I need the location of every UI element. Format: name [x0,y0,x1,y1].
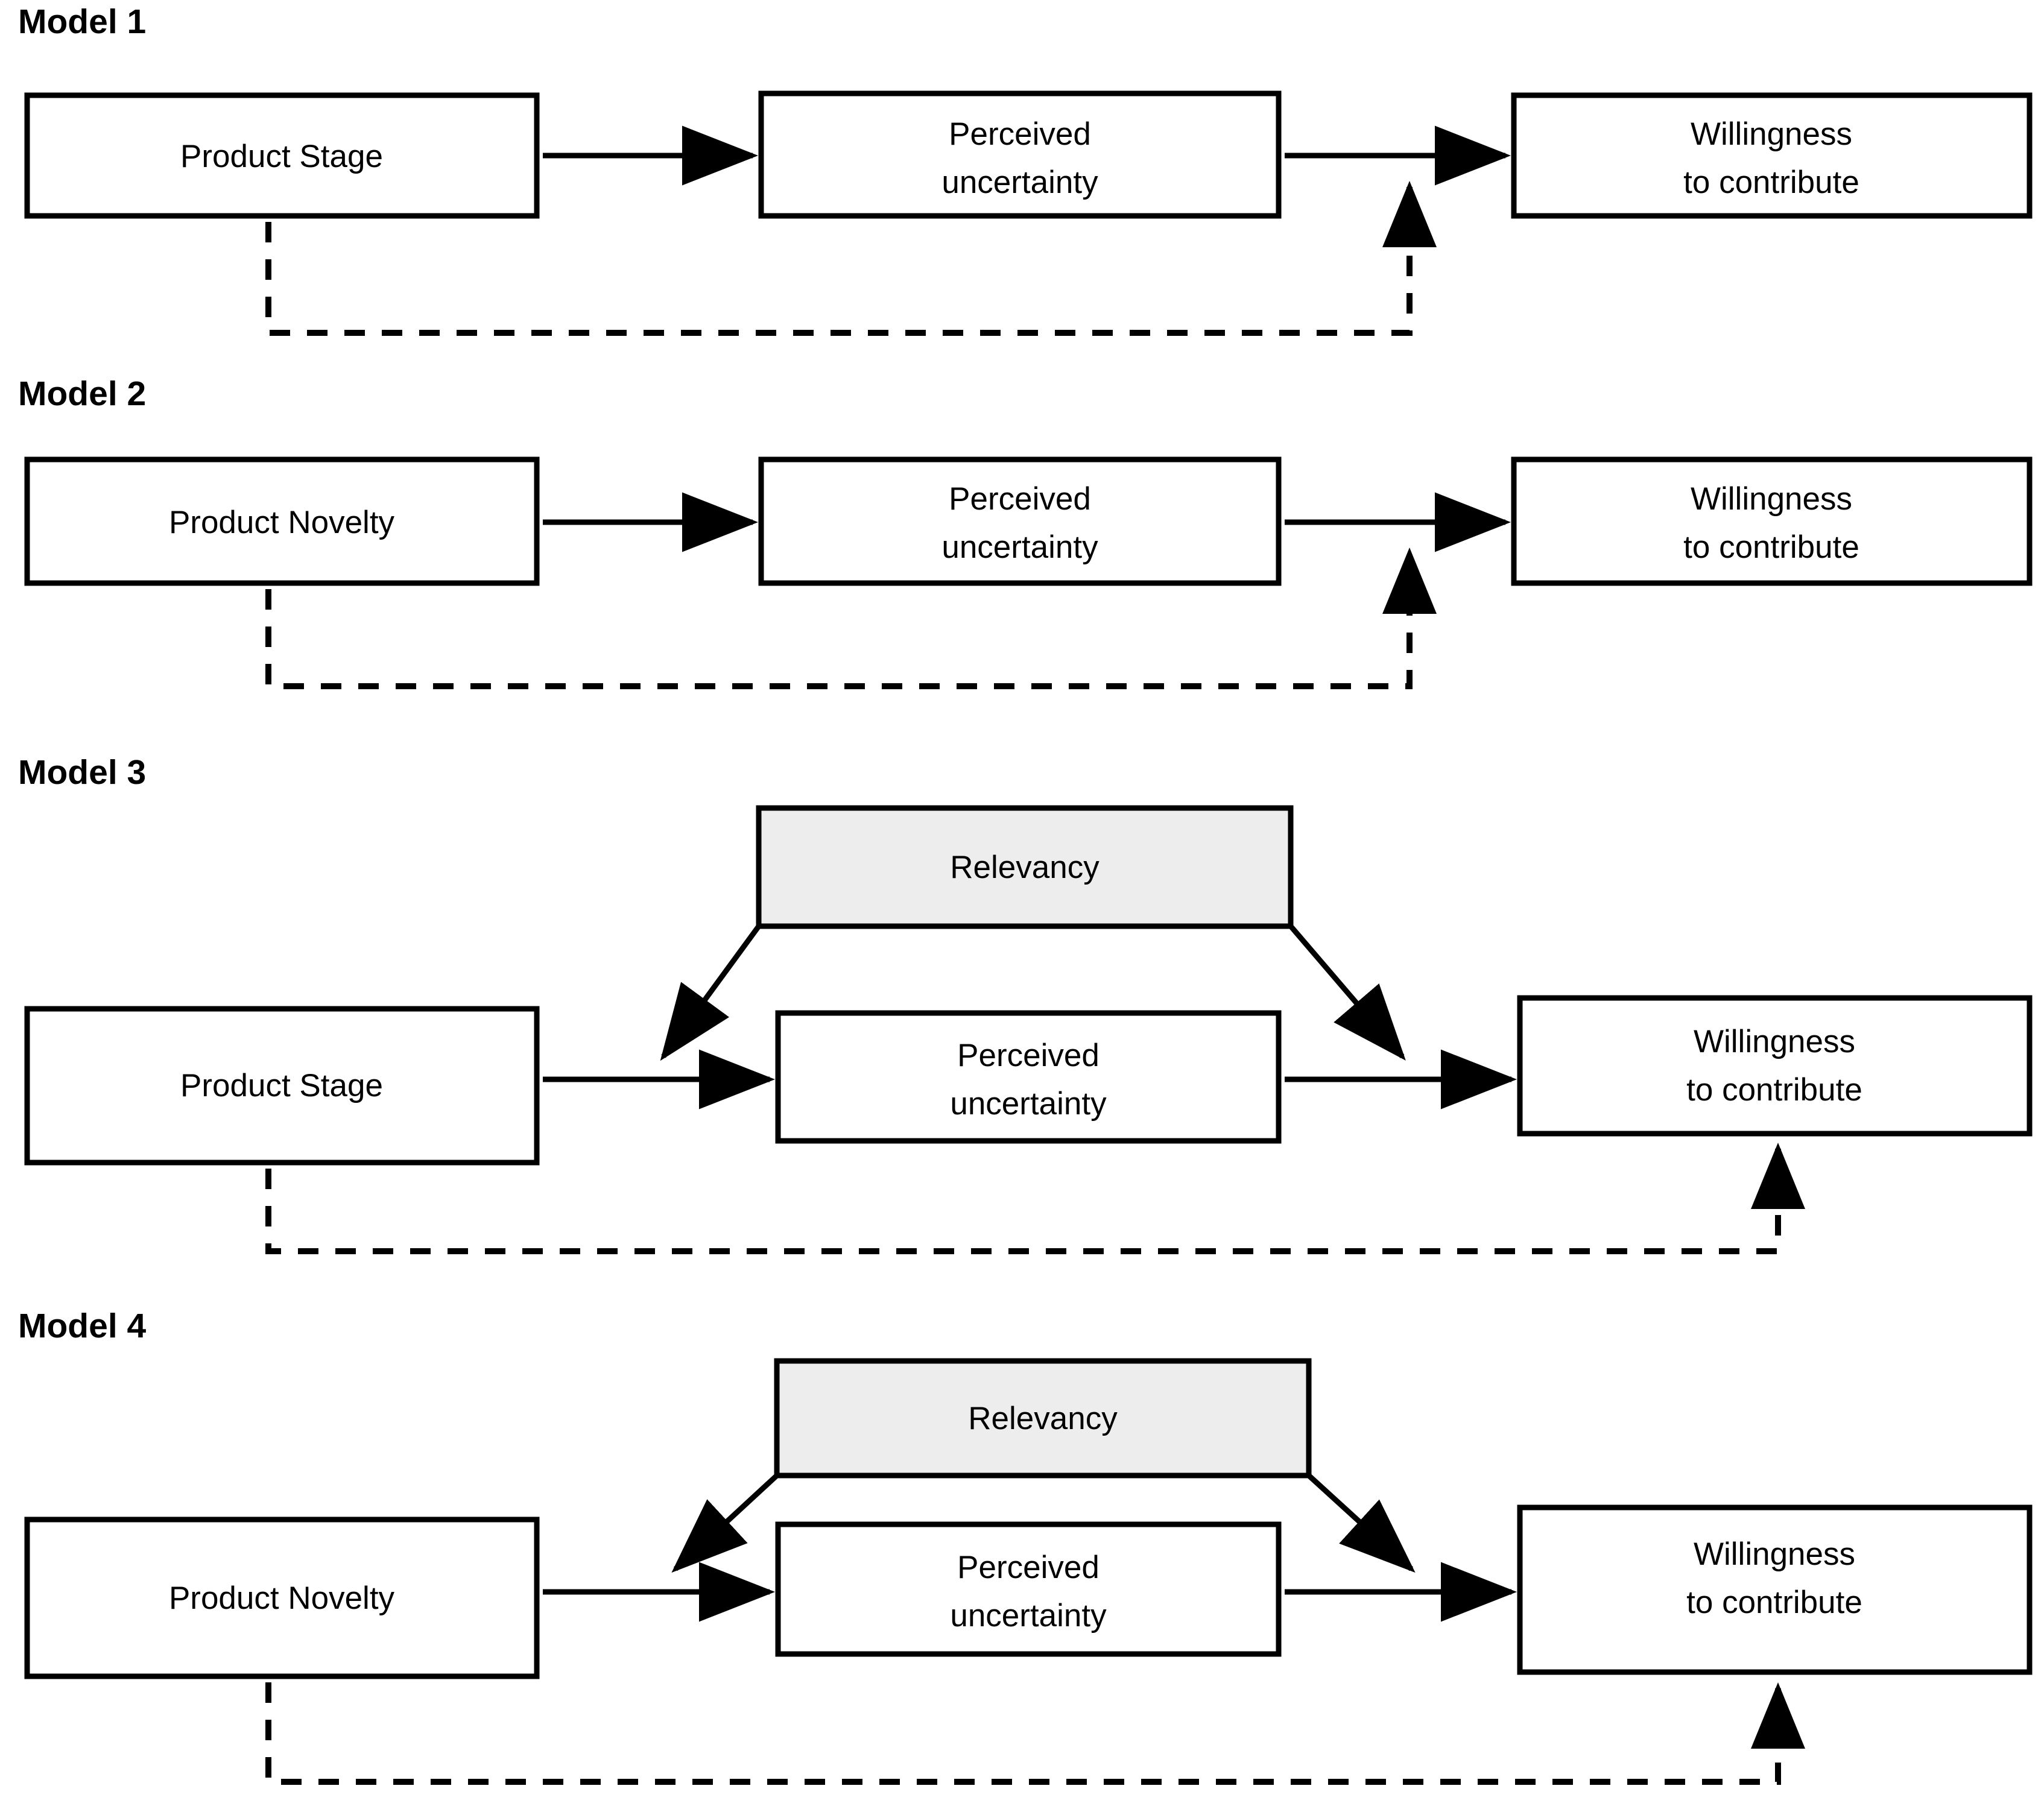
model-3-mediator-label-line2: uncertainty [950,1086,1107,1122]
model-2-mediator-box[interactable] [758,456,1282,586]
model-1-title: Model 1 [18,2,146,41]
model-3-outcome-label-line1: Willingness [1694,1024,1855,1059]
model-4-edge-moderator-to-left-path [671,1473,779,1573]
model-1-outcome-node[interactable]: Willingness to contribute [1511,92,2033,219]
model-2-outcome-label-line1: Willingness [1691,481,1852,517]
model-4-title: Model 4 [18,1307,146,1345]
model-2-predictor-label: Product Novelty [169,505,395,540]
model-3-edge-dashed-direct-path [265,1143,1805,1254]
model-3-outcome-box[interactable] [1517,995,2033,1137]
model-3-moderator-node[interactable]: Relevancy [756,805,1294,929]
model-4-moderator-label: Relevancy [968,1401,1118,1436]
model-4-mediator-box[interactable] [775,1521,1282,1657]
model-4-mediator-node[interactable]: Perceived uncertainty [775,1521,1282,1657]
model-3-mediator-label-line1: Perceived [957,1038,1100,1073]
model-2-outcome-label-line2: to contribute [1683,529,1859,565]
model-4-predictor-box[interactable] [24,1517,540,1679]
model-1-mediator-label-line2: uncertainty [941,165,1098,200]
model-1-predictor-node[interactable]: Product Stage [24,92,540,219]
model-3-edge-moderator-to-left-path [660,924,761,1061]
model-2-panel: Model 2 Product Novelty Perceived uncert… [18,374,2033,689]
model-2-outcome-box[interactable] [1511,456,2033,586]
model-3-outcome-label-line2: to contribute [1686,1072,1862,1108]
model-1-outcome-box[interactable] [1511,92,2033,219]
model-4-outcome-label-line1: Willingness [1694,1536,1855,1572]
model-4-edge-dashed-direct-path [265,1682,1805,1785]
model-3-predictor-box[interactable] [24,1006,540,1166]
model-2-mediator-label-line2: uncertainty [941,529,1098,565]
model-3-edge-moderator-to-right-path [1288,924,1406,1061]
model-4-predictor-label: Product Novelty [169,1580,395,1616]
model-2-outcome-node[interactable]: Willingness to contribute [1511,456,2033,586]
model-3-title: Model 3 [18,753,146,792]
model-2-edge-dashed-moderation-path [265,548,1437,689]
model-4-outcome-label-line2: to contribute [1686,1585,1862,1620]
model-3-mediator-box[interactable] [775,1010,1282,1144]
model-3-mediator-node[interactable]: Perceived uncertainty [775,1010,1282,1144]
model-4-mediator-label-line2: uncertainty [950,1598,1107,1634]
model-2-mediator-node[interactable]: Perceived uncertainty [758,456,1282,586]
model-4-moderator-node[interactable]: Relevancy [774,1358,1312,1479]
model-1-outcome-label-line2: to contribute [1683,165,1859,200]
model-3-moderator-box[interactable] [756,805,1294,929]
model-4-mediator-label-line1: Perceived [957,1550,1100,1585]
model-1-predictor-label: Product Stage [180,139,383,174]
model-3-moderator-label: Relevancy [950,850,1100,885]
model-3-predictor-node[interactable]: Product Stage [24,1006,540,1166]
model-4-moderator-box[interactable] [774,1358,1312,1479]
model-1-predictor-box[interactable] [24,92,540,219]
model-3-outcome-node[interactable]: Willingness to contribute [1517,995,2033,1137]
model-4-outcome-box[interactable] [1517,1504,2033,1675]
model-4-edge-moderator-to-right-path [1306,1473,1416,1573]
model-4-panel: Model 4 Relevancy Product Novelty Percei… [18,1307,2033,1785]
model-1-edge-dashed-moderation-path [265,181,1437,336]
model-1-mediator-node[interactable]: Perceived uncertainty [758,90,1282,219]
model-2-title: Model 2 [18,374,146,413]
model-1-outcome-label-line1: Willingness [1691,116,1852,152]
model-2-predictor-node[interactable]: Product Novelty [24,456,540,586]
model-2-predictor-box[interactable] [24,456,540,586]
model-1-mediator-label-line1: Perceived [949,116,1091,152]
model-2-mediator-label-line1: Perceived [949,481,1091,517]
model-3-predictor-label: Product Stage [180,1068,383,1103]
model-1-mediator-box[interactable] [758,90,1282,219]
model-4-outcome-node[interactable]: Willingness to contribute [1517,1504,2033,1675]
model-3-panel: Model 3 Relevancy Product Stage Perceive… [18,753,2033,1254]
model-4-predictor-node[interactable]: Product Novelty [24,1517,540,1679]
model-1-panel: Model 1 Product Stage Perceived uncertai… [18,2,2033,336]
